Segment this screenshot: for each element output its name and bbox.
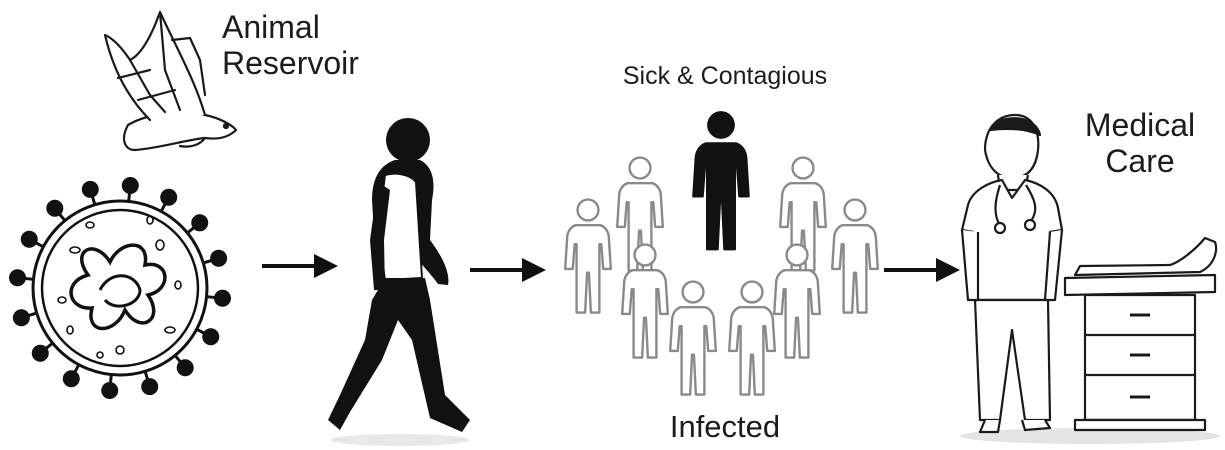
virus-spike-tip: [48, 201, 62, 215]
medical-care-label: Medical Care: [1070, 108, 1210, 180]
infected-label: Infected: [590, 410, 860, 445]
virus-spike-tip: [193, 216, 207, 230]
virus-spike-tip: [123, 179, 137, 193]
virus-spike-tip: [212, 251, 226, 265]
virus-spike-tip: [103, 383, 117, 397]
arrow-2: [470, 258, 546, 282]
infected-person: [729, 282, 775, 395]
sick-contagious-label: Sick & Contagious: [560, 62, 890, 90]
virus-spike-tip: [178, 361, 192, 375]
virus-spike-tip: [64, 372, 78, 386]
arrow-3: [884, 258, 960, 282]
virus-spike-tip: [11, 271, 25, 285]
virus-spike-tip: [22, 232, 36, 246]
infected-person: [670, 282, 716, 395]
arrow-1: [262, 254, 338, 278]
walking-person-icon: [328, 118, 470, 446]
animal-label-line: Animal: [222, 10, 422, 46]
virus-spike-tip: [162, 190, 176, 204]
infected-person: [565, 200, 611, 313]
virus-spike-tip: [204, 330, 218, 344]
virus-icon: [11, 179, 230, 398]
infected-person: [832, 200, 878, 313]
virus-spike-tip: [14, 311, 28, 325]
virus-spike-tip: [83, 182, 97, 196]
virus-spike-tip: [33, 346, 47, 360]
crowd-icon: [565, 112, 878, 394]
care-label-line: Care: [1070, 144, 1210, 180]
bat-icon: [105, 12, 236, 150]
virus-spike-tip: [215, 291, 229, 305]
sick-person: [693, 112, 748, 249]
medical-label-line: Medical: [1070, 108, 1210, 144]
reservoir-label-line: Reservoir: [222, 46, 422, 82]
animal-reservoir-label: Animal Reservoir: [222, 10, 422, 82]
exam-table-icon: [1065, 238, 1216, 430]
virus-spike-tip: [143, 380, 157, 394]
